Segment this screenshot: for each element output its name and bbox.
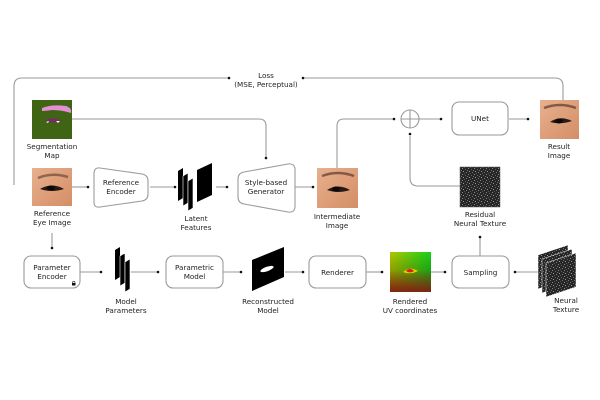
reference-eye-image	[32, 168, 72, 206]
reference-encoder-sublabel: Encoder	[106, 187, 135, 196]
model-parameters-stack	[115, 247, 131, 293]
sampling-label: Sampling	[464, 268, 498, 277]
renderer-block	[308, 255, 367, 289]
style-generator-block	[237, 163, 296, 213]
segmentation-map-sublabel: Map	[44, 151, 60, 160]
arrow-head	[301, 270, 305, 274]
reconstructed-model-sublabel: Model	[257, 306, 279, 315]
arrow-head	[513, 270, 517, 274]
arrow-head	[225, 185, 229, 189]
intermediate-image-sublabel: Image	[326, 221, 349, 230]
parameter-encoder-block	[23, 255, 81, 289]
arrow-head	[50, 246, 54, 250]
residual-texture-sublabel: Neural Texture	[454, 219, 507, 228]
style-generator-sublabel: Generator	[248, 187, 285, 196]
loss-sublabel: (MSE, Perceptual)	[234, 80, 298, 89]
loss-connector-left	[13, 77, 228, 185]
arrow-head	[311, 185, 315, 189]
intermediate-image-label: Intermediate	[314, 212, 361, 221]
reference-eye-sublabel: Eye Image	[33, 218, 72, 227]
sum-node	[400, 109, 420, 129]
arrow-head	[264, 156, 268, 160]
parametric-model-block	[165, 255, 224, 289]
unet-block	[451, 101, 509, 136]
residual-texture-image	[459, 166, 501, 208]
sampling-block	[451, 255, 510, 289]
arrow-head	[156, 270, 160, 274]
residual-to-sum-connector	[409, 136, 460, 187]
intermediate-image	[317, 168, 358, 208]
arrow-head	[227, 76, 231, 80]
latent-features-stack	[178, 163, 212, 212]
renderer-label: Renderer	[321, 268, 354, 277]
arrow-head	[239, 270, 243, 274]
parametric-model-label: Parametric	[175, 263, 214, 272]
reference-encoder-label: Reference	[103, 178, 140, 187]
rendered-uv-label: Rendered	[393, 297, 427, 306]
model-parameters-label: Model	[115, 297, 137, 306]
reconstructed-model-image	[252, 247, 284, 291]
arrow-head	[301, 76, 305, 80]
unet-label: UNet	[471, 114, 489, 123]
arrow-head	[392, 117, 396, 121]
seg-to-generator-connector	[72, 118, 267, 157]
parameter-encoder-label: Parameter	[33, 263, 70, 272]
arrow-head	[526, 117, 530, 121]
reference-encoder-block	[93, 167, 149, 208]
arrow-head	[408, 132, 412, 136]
result-image-sublabel: Image	[548, 151, 571, 160]
arrow-head	[380, 270, 384, 274]
arrow-head	[99, 270, 103, 274]
latent-features-sublabel: Features	[181, 223, 212, 232]
rendered-uv-image	[390, 252, 431, 292]
arrow-head	[86, 185, 90, 189]
loss-label: Loss	[258, 71, 274, 80]
loss-connector-right	[304, 77, 564, 100]
reference-eye-label: Reference	[34, 209, 71, 218]
reconstructed-model-label: Reconstructed	[242, 297, 294, 306]
arrow-head	[439, 117, 443, 121]
neural-texture-stack	[537, 244, 577, 298]
neural-texture-sublabel: Texture	[552, 305, 580, 314]
arrow-head	[443, 270, 447, 274]
residual-texture-label: Residual	[465, 210, 495, 219]
segmentation-map-image	[32, 100, 72, 139]
result-image	[540, 100, 579, 139]
intermediate-to-sum-connector	[336, 118, 393, 168]
model-parameters-sublabel: Parameters	[105, 306, 146, 315]
connectors	[13, 76, 564, 274]
lock-icon	[72, 280, 76, 286]
style-generator-label: Style-based	[245, 178, 287, 187]
latent-features-label: Latent	[184, 214, 207, 223]
neural-texture-label: Neural	[554, 296, 578, 305]
parameter-encoder-sublabel: Encoder	[37, 272, 66, 281]
rendered-uv-sublabel: UV coordinates	[383, 306, 438, 315]
segmentation-map-label: Segmentation	[27, 142, 78, 151]
parametric-model-sublabel: Model	[184, 272, 206, 281]
result-image-label: Result	[548, 142, 570, 151]
arrow-head	[173, 185, 177, 189]
arrow-head	[478, 235, 482, 239]
